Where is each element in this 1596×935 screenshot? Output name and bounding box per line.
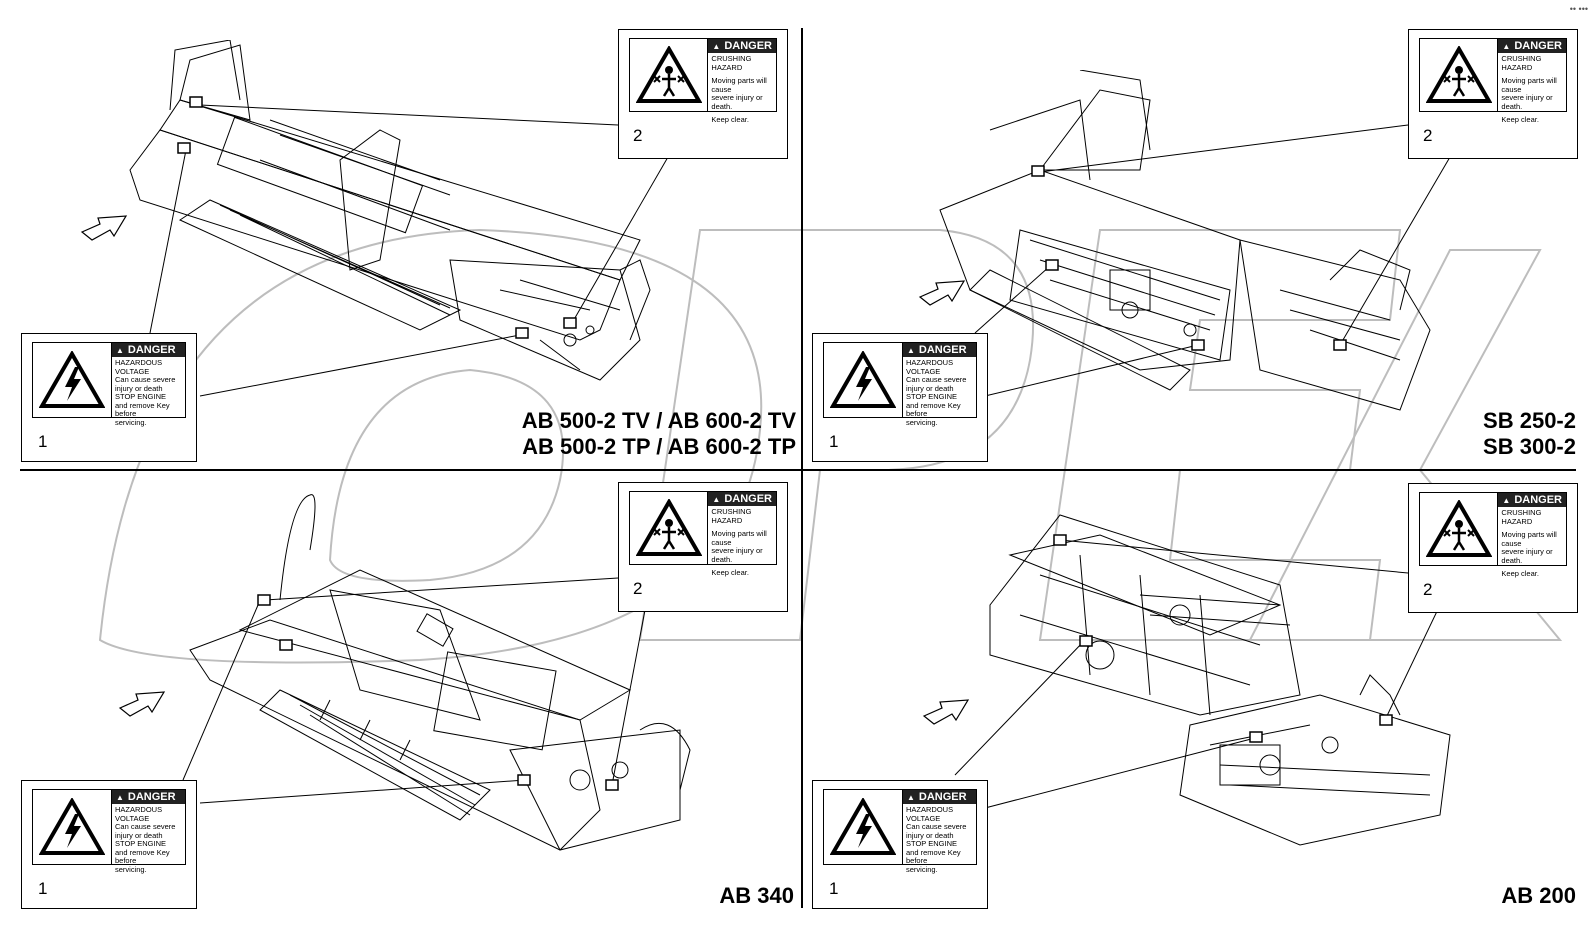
machine-drawing-bottom-right [980, 495, 1480, 855]
callout-number: 1 [829, 432, 839, 451]
horizontal-divider [20, 469, 1576, 471]
crushing-hazard-label: ▲DANGER CRUSHING HAZARD Moving parts wil… [1419, 38, 1567, 124]
callout-voltage-bottom-left: ▲DANGER HAZARDOUS VOLTAGE Can cause seve… [21, 780, 197, 909]
callout-number: 1 [38, 432, 48, 451]
model-title-bottom-right: AB 200 [1501, 883, 1576, 908]
machine-drawing-top-right [930, 70, 1460, 430]
voltage-hazard-label: ▲DANGER HAZARDOUS VOLTAGE Can cause seve… [32, 789, 186, 873]
direction-arrow-icon [80, 215, 128, 241]
callout-number: 2 [1423, 580, 1433, 599]
callout-voltage-top-right: ▲DANGER HAZARDOUS VOLTAGE Can cause seve… [812, 333, 988, 462]
voltage-hazard-label: ▲DANGER HAZARDOUS VOLTAGE Can cause seve… [823, 789, 977, 873]
callout-number: 2 [633, 579, 643, 598]
callout-crushing-top-left: ▲DANGER CRUSHING HAZARD Moving parts wil… [618, 29, 788, 159]
callout-crushing-top-right: ▲DANGER CRUSHING HAZARD Moving parts wil… [1408, 29, 1578, 159]
crushing-hazard-label: ▲DANGER CRUSHING HAZARD Moving parts wil… [629, 491, 777, 577]
callout-number: 2 [1423, 126, 1433, 145]
crushing-hazard-icon [1425, 46, 1492, 103]
callout-number: 1 [38, 879, 48, 898]
crushing-hazard-icon [1425, 500, 1492, 557]
callout-voltage-bottom-right: ▲DANGER HAZARDOUS VOLTAGE Can cause seve… [812, 780, 988, 909]
crushing-hazard-icon [635, 46, 702, 103]
electrical-hazard-icon [39, 798, 105, 855]
direction-arrow-icon [918, 280, 966, 306]
crushing-hazard-label: ▲DANGER CRUSHING HAZARD Moving parts wil… [629, 38, 777, 124]
callout-crushing-bottom-left: ▲DANGER CRUSHING HAZARD Moving parts wil… [618, 482, 788, 612]
callout-number: 2 [633, 126, 643, 145]
electrical-hazard-icon [830, 351, 896, 408]
corner-mark: •• ••• [1569, 4, 1588, 14]
model-title-bottom-left: AB 340 [719, 883, 794, 908]
machine-drawing-top-left [120, 40, 660, 410]
callout-crushing-bottom-right: ▲DANGER CRUSHING HAZARD Moving parts wil… [1408, 483, 1578, 613]
electrical-hazard-icon [39, 351, 105, 408]
voltage-hazard-label: ▲DANGER HAZARDOUS VOLTAGE Can cause seve… [32, 342, 186, 426]
model-title-top-left: AB 500-2 TV / AB 600-2 TV AB 500-2 TP / … [521, 408, 796, 459]
crushing-hazard-label: ▲DANGER CRUSHING HAZARD Moving parts wil… [1419, 492, 1567, 578]
voltage-hazard-label: ▲DANGER HAZARDOUS VOLTAGE Can cause seve… [823, 342, 977, 426]
electrical-hazard-icon [830, 798, 896, 855]
crushing-hazard-icon [635, 499, 702, 556]
callout-voltage-top-left: ▲DANGER HAZARDOUS VOLTAGE Can cause seve… [21, 333, 197, 462]
vertical-divider [801, 28, 803, 908]
callout-number: 1 [829, 879, 839, 898]
direction-arrow-icon [118, 691, 166, 717]
model-title-top-right: SB 250-2 SB 300-2 [1483, 408, 1576, 459]
direction-arrow-icon [922, 699, 970, 725]
